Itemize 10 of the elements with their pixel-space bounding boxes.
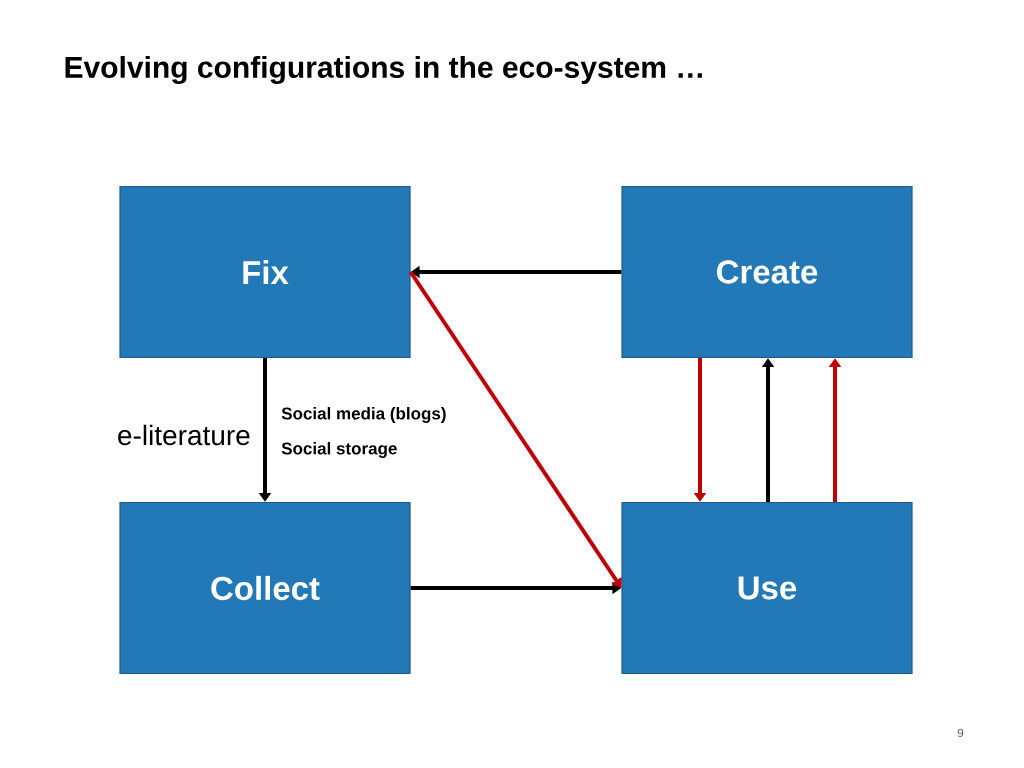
title: Evolving configurations in the eco-system …: [65, 55, 702, 85]
arrow: [408, 270, 622, 588]
process-box: Fix: [119, 185, 411, 359]
page-number: 9: [957, 728, 964, 738]
label-text: e-literature: [118, 424, 250, 446]
process-box: Use: [621, 501, 913, 675]
process-box: Collect: [119, 501, 411, 675]
process-box: Create: [621, 185, 913, 359]
label-text: Social media (blogs): [281, 407, 446, 423]
label-text: Social storage: [281, 442, 397, 458]
